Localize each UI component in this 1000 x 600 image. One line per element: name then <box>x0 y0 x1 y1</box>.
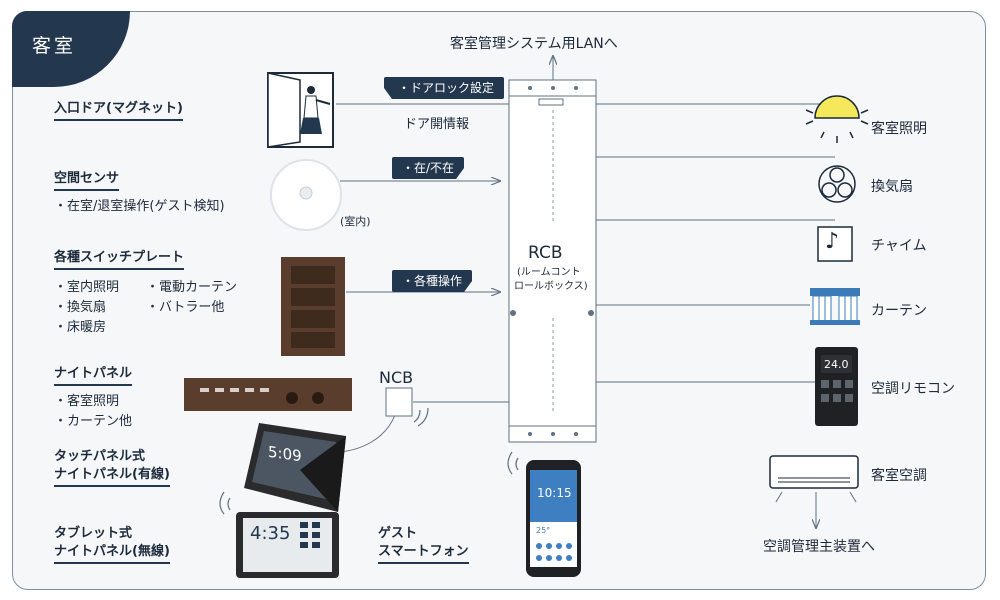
curtain-icon <box>810 288 860 325</box>
operations-flag: ・各種操作 <box>392 270 472 292</box>
touch-panel-icon <box>244 423 346 512</box>
tablet-clock: 4:35 <box>250 523 291 544</box>
right-device-label: 客室空調 <box>871 468 927 484</box>
night-panel-icon <box>184 378 352 411</box>
switch-item: ・床暖房 <box>54 320 107 335</box>
rcb-box <box>508 79 597 443</box>
room-light-icon <box>805 95 869 143</box>
night-panel-item: ・カーテン他 <box>54 414 133 429</box>
switch-plate-label: 各種スイッチプレート <box>54 246 185 270</box>
tablet-label-1: タブレット式 <box>54 526 133 541</box>
smartphone-label-1: ゲスト <box>378 526 418 541</box>
fan-icon <box>818 165 856 203</box>
rcb-title: RCB <box>528 243 563 263</box>
night-panel-item: ・客室照明 <box>54 394 120 409</box>
tablet-label-2: ナイトパネル(無線) <box>54 540 170 564</box>
right-device-label: 空調リモコン <box>871 381 955 397</box>
switch-item: ・電動カーテン <box>146 280 238 295</box>
smartphone-clock: 10:15 <box>537 486 572 500</box>
rcb-subtitle-2: ロールボックス) <box>514 281 588 292</box>
door-info-label: ドア開情報 <box>404 117 470 132</box>
switch-item: ・換気扇 <box>54 300 107 315</box>
door-icon <box>267 72 334 148</box>
right-device-label: 客室照明 <box>871 121 927 137</box>
night-panel-label: ナイトパネル <box>54 362 133 386</box>
presence-flag: ・在/不在 <box>392 157 464 179</box>
smartphone-weather: 25° <box>536 526 551 535</box>
rcb-subtitle-1: (ルームコント <box>517 267 581 278</box>
tablet-wireless-icon <box>219 491 231 515</box>
room-ac-icon <box>769 455 859 503</box>
sensor-detail: ・在室/退室操作(ゲスト検知) <box>54 199 225 214</box>
section-tab: 客室 <box>12 11 130 87</box>
touch-panel-label-1: タッチパネル式 <box>54 449 146 464</box>
ac-remote-temp: 24.0 <box>824 358 849 371</box>
smartphone-icon <box>526 460 581 577</box>
right-device-label: 換気扇 <box>871 179 913 195</box>
tablet-icon <box>236 512 339 578</box>
smartphone-wireless-icon <box>507 451 519 475</box>
chime-note-icon: ♪ <box>825 229 840 254</box>
switch-item: ・室内照明 <box>54 280 120 295</box>
right-device-label: カーテン <box>871 303 927 319</box>
ac-remote-icon <box>815 347 858 426</box>
sensor-note: (室内) <box>340 215 371 228</box>
chime-icon <box>817 226 853 262</box>
hvac-controller-label: 空調管理主装置へ <box>763 539 875 555</box>
door-label: 入口ドア(マグネット) <box>54 97 183 121</box>
touch-panel-label-2: ナイトパネル(有線) <box>54 463 170 487</box>
right-device-label: チャイム <box>871 238 927 254</box>
switch-item: ・バトラー他 <box>146 300 225 315</box>
lan-label: 客室管理システム用LANへ <box>450 36 618 52</box>
sensor-label: 空間センサ <box>54 167 120 191</box>
ncb-title: NCB <box>379 368 414 387</box>
door-lock-flag: ・ドアロック設定 <box>384 77 505 99</box>
section-tab-label: 客室 <box>32 35 77 57</box>
switch-plate-icon <box>281 257 345 356</box>
ncb-wireless-icon <box>413 407 429 427</box>
ncb-box <box>385 387 413 417</box>
sensor-icon <box>270 159 342 231</box>
smartphone-label-2: スマートフォン <box>378 540 469 564</box>
touch-panel-cable <box>339 414 396 453</box>
